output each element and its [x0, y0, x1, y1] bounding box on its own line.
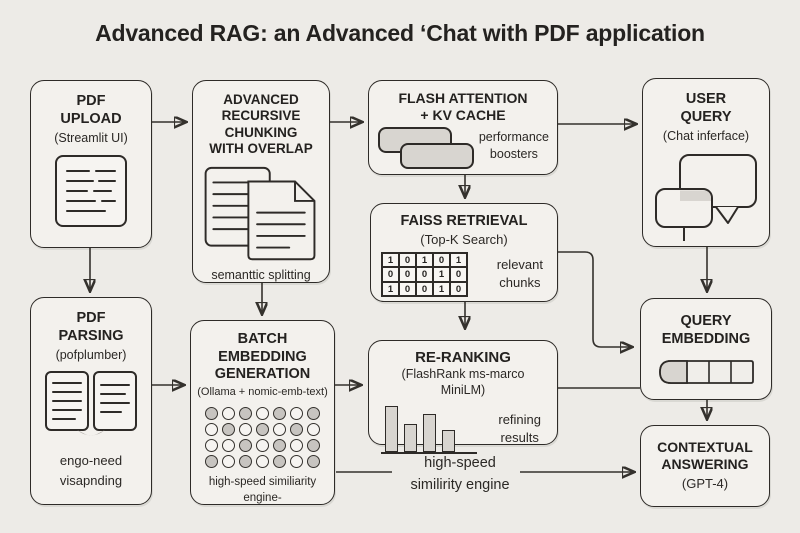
- batch-title: BATCH EMBEDDING GENERATION: [214, 331, 311, 383]
- bar-chart-icon: [381, 398, 477, 454]
- embedding-dot: [238, 455, 252, 469]
- chunking-title: ADVANCED RECURSIVE CHUNKING WITH OVERLAP: [209, 92, 313, 157]
- matrix-cell: 1: [382, 281, 399, 297]
- matrix-cell: 1: [416, 252, 433, 268]
- highspeed-label-line1: high-speed: [424, 455, 496, 471]
- document-icon: [55, 155, 127, 228]
- chat-bubbles-icon: [655, 154, 757, 242]
- embedding-dot: [204, 455, 218, 469]
- embedding-dot: [272, 455, 286, 469]
- wire-faiss-to-queryembedding: [558, 251, 631, 347]
- open-book-icon: [45, 371, 137, 436]
- matrix-cell: 0: [382, 267, 399, 282]
- embedding-dot: [255, 407, 269, 421]
- embedding-dot: [289, 423, 303, 437]
- flash-caption: performance boosters: [478, 130, 549, 162]
- documents-overlap-icon: [204, 166, 316, 261]
- node-chunking: ADVANCED RECURSIVE CHUNKING WITH OVERLAP…: [192, 80, 330, 283]
- chunking-caption: semanttic splitting: [211, 268, 311, 282]
- bubble-overlap-shade: [680, 190, 711, 202]
- embedding-dot: [204, 439, 218, 453]
- node-flash-attention: FLASH ATTENTION + KV CACHE performance b…: [368, 80, 558, 175]
- reranking-title: RE-RANKING: [415, 349, 511, 366]
- matrix-cell: 0: [450, 281, 467, 297]
- contextual-title: CONTEXTUAL ANSWERING: [657, 439, 753, 473]
- matrix-cell: 1: [433, 281, 450, 297]
- reranking-subtitle: (FlashRank ms-marco MiniLM): [401, 367, 525, 397]
- embedding-dot: [238, 407, 252, 421]
- cache-layers-icon: [378, 127, 474, 170]
- embedding-vector-icon: [659, 360, 754, 385]
- query-embedding-title: QUERY EMBEDDING: [661, 313, 751, 347]
- node-contextual-answering: CONTEXTUAL ANSWERING (GPT-4): [640, 425, 770, 507]
- embedding-dot: [221, 455, 235, 469]
- pdf-parsing-subtitle: (pofplumber): [55, 348, 127, 363]
- pdf-parsing-title: PDF PARSING: [58, 310, 124, 344]
- rank-bar: [385, 405, 398, 452]
- node-pdf-parsing: PDF PARSING (pofplumber) engo-need visap…: [30, 297, 152, 505]
- matrix-cell: 1: [450, 252, 467, 268]
- embedding-dot: [221, 423, 235, 437]
- embedding-dot: [289, 407, 303, 421]
- embedding-dot: [306, 455, 320, 469]
- embedding-dot: [255, 455, 269, 469]
- bar-chart-baseline: [381, 451, 477, 454]
- rank-bar: [423, 413, 436, 452]
- embedding-dot: [204, 423, 218, 437]
- flash-title: FLASH ATTENTION + KV CACHE: [398, 90, 528, 124]
- reranking-caption: refining results: [498, 412, 541, 446]
- faiss-title: FAISS RETRIEVAL: [400, 213, 528, 229]
- node-user-query: USER QUERY (Chat inferface): [642, 78, 770, 247]
- embedding-dot: [204, 407, 218, 421]
- embedding-dot: [306, 439, 320, 453]
- embedding-dot: [238, 439, 252, 453]
- matrix-cell: 0: [433, 252, 450, 268]
- embedding-dot: [255, 439, 269, 453]
- matrix-cell: 0: [416, 267, 433, 282]
- embedding-dot: [289, 439, 303, 453]
- embedding-dot: [221, 439, 235, 453]
- embedding-dot: [306, 423, 320, 437]
- embedding-dot: [272, 423, 286, 437]
- faiss-subtitle: (Top-K Search): [420, 231, 508, 247]
- node-reranking: RE-RANKING (FlashRank ms-marco MiniLM) r…: [368, 340, 558, 454]
- book-spine-shadow: [77, 430, 105, 436]
- pdf-parsing-caption: engo-need visapnding: [59, 453, 123, 488]
- rank-bar: [404, 423, 417, 452]
- embedding-dot: [272, 439, 286, 453]
- embedding-dot: [221, 407, 235, 421]
- pdf-upload-title: PDF UPLOAD: [60, 93, 122, 127]
- node-pdf-upload: PDF UPLOAD (Streamlit UI): [30, 80, 152, 248]
- user-query-subtitle: (Chat inferface): [662, 129, 750, 144]
- embedding-dots-icon: [204, 407, 321, 469]
- highspeed-label-line2: similirity engine: [410, 477, 510, 493]
- node-batch-embedding: BATCH EMBEDDING GENERATION (Ollama + nom…: [190, 320, 335, 505]
- contextual-subtitle: (GPT-4): [681, 476, 729, 492]
- embedding-dot: [306, 407, 320, 421]
- page-title: Advanced RAG: an Advanced ‘Chat with PDF…: [95, 20, 705, 46]
- matrix-cell: 0: [399, 252, 416, 268]
- matrix-cell: 1: [433, 267, 450, 282]
- highspeed-engine-label: high-speed similirity engine: [370, 452, 550, 496]
- matrix-cell: 0: [399, 281, 416, 297]
- rank-bar: [442, 429, 455, 452]
- batch-caption: high-speed similiarity engine-: [208, 476, 317, 504]
- node-query-embedding: QUERY EMBEDDING: [640, 298, 772, 400]
- batch-subtitle: (Ollama + nomic-emb-text): [197, 386, 328, 399]
- embedding-dot: [255, 423, 269, 437]
- matrix-cell: 1: [382, 252, 399, 268]
- user-query-title: USER QUERY: [680, 91, 732, 125]
- matrix-cell: 0: [399, 267, 416, 282]
- embedding-dot: [289, 455, 303, 469]
- embedding-dot: [272, 407, 286, 421]
- pdf-upload-subtitle: (Streamlit UI): [54, 131, 128, 146]
- embedding-dot: [238, 423, 252, 437]
- faiss-caption: relevant chunks: [496, 257, 543, 291]
- matrix-cell: 0: [450, 267, 467, 282]
- matrix-cell: 0: [416, 281, 433, 297]
